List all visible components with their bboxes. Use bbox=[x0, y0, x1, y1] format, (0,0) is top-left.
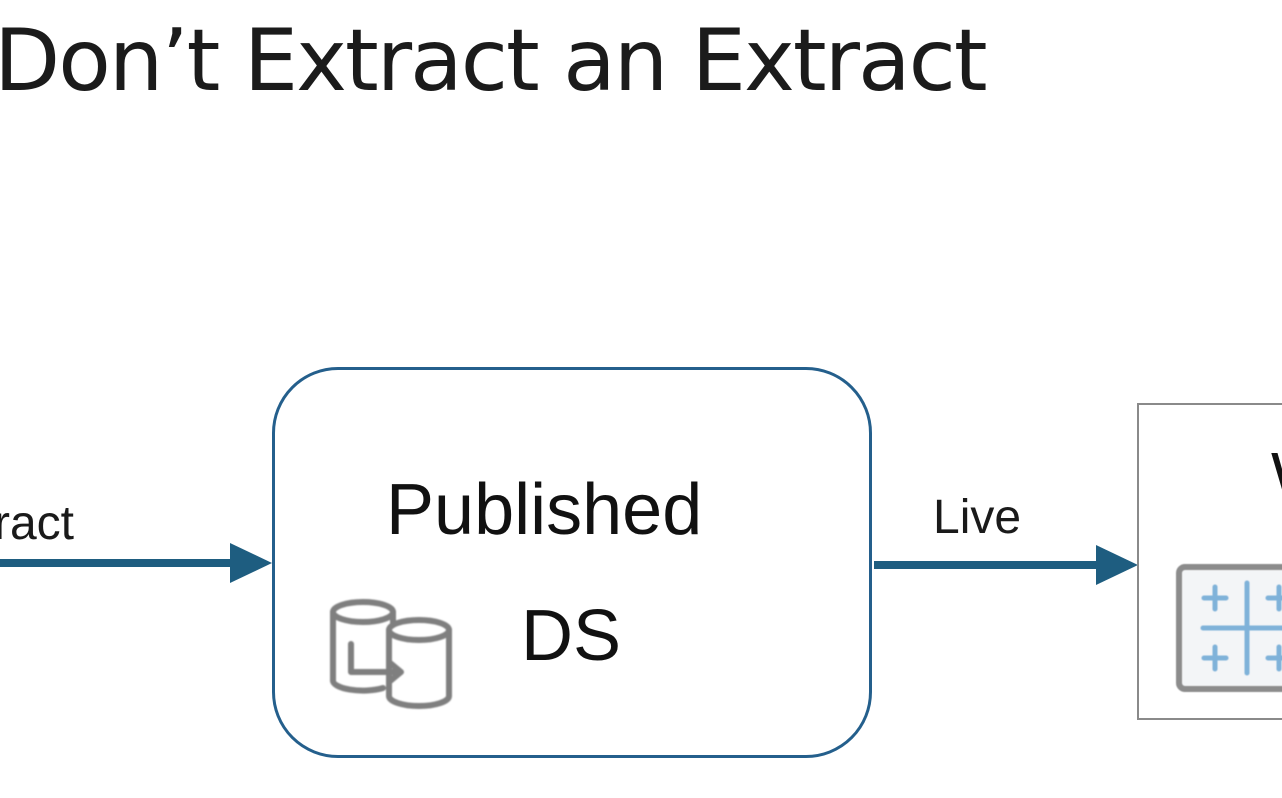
incoming-edge-label: ract bbox=[0, 497, 75, 550]
workbook-label: W bbox=[1271, 443, 1282, 507]
incoming-arrow bbox=[0, 543, 272, 583]
slide-title: Don’t Extract an Extract bbox=[0, 11, 988, 111]
outgoing-arrow bbox=[874, 545, 1138, 585]
outgoing-arrow-head bbox=[1096, 545, 1138, 585]
data-source-icon bbox=[330, 599, 452, 709]
workbook-node[interactable]: W bbox=[1137, 403, 1282, 720]
incoming-arrow-head bbox=[230, 543, 272, 583]
published-ds-subtitle: DS bbox=[521, 596, 622, 676]
tableau-workbook-icon bbox=[1176, 564, 1282, 692]
outgoing-edge-label: Live bbox=[933, 491, 1022, 544]
published-ds-title: Published bbox=[386, 470, 703, 550]
incoming-arrow-shaft bbox=[0, 559, 232, 567]
published-ds-node[interactable]: Published DS bbox=[272, 367, 872, 758]
outgoing-arrow-shaft bbox=[874, 561, 1098, 569]
